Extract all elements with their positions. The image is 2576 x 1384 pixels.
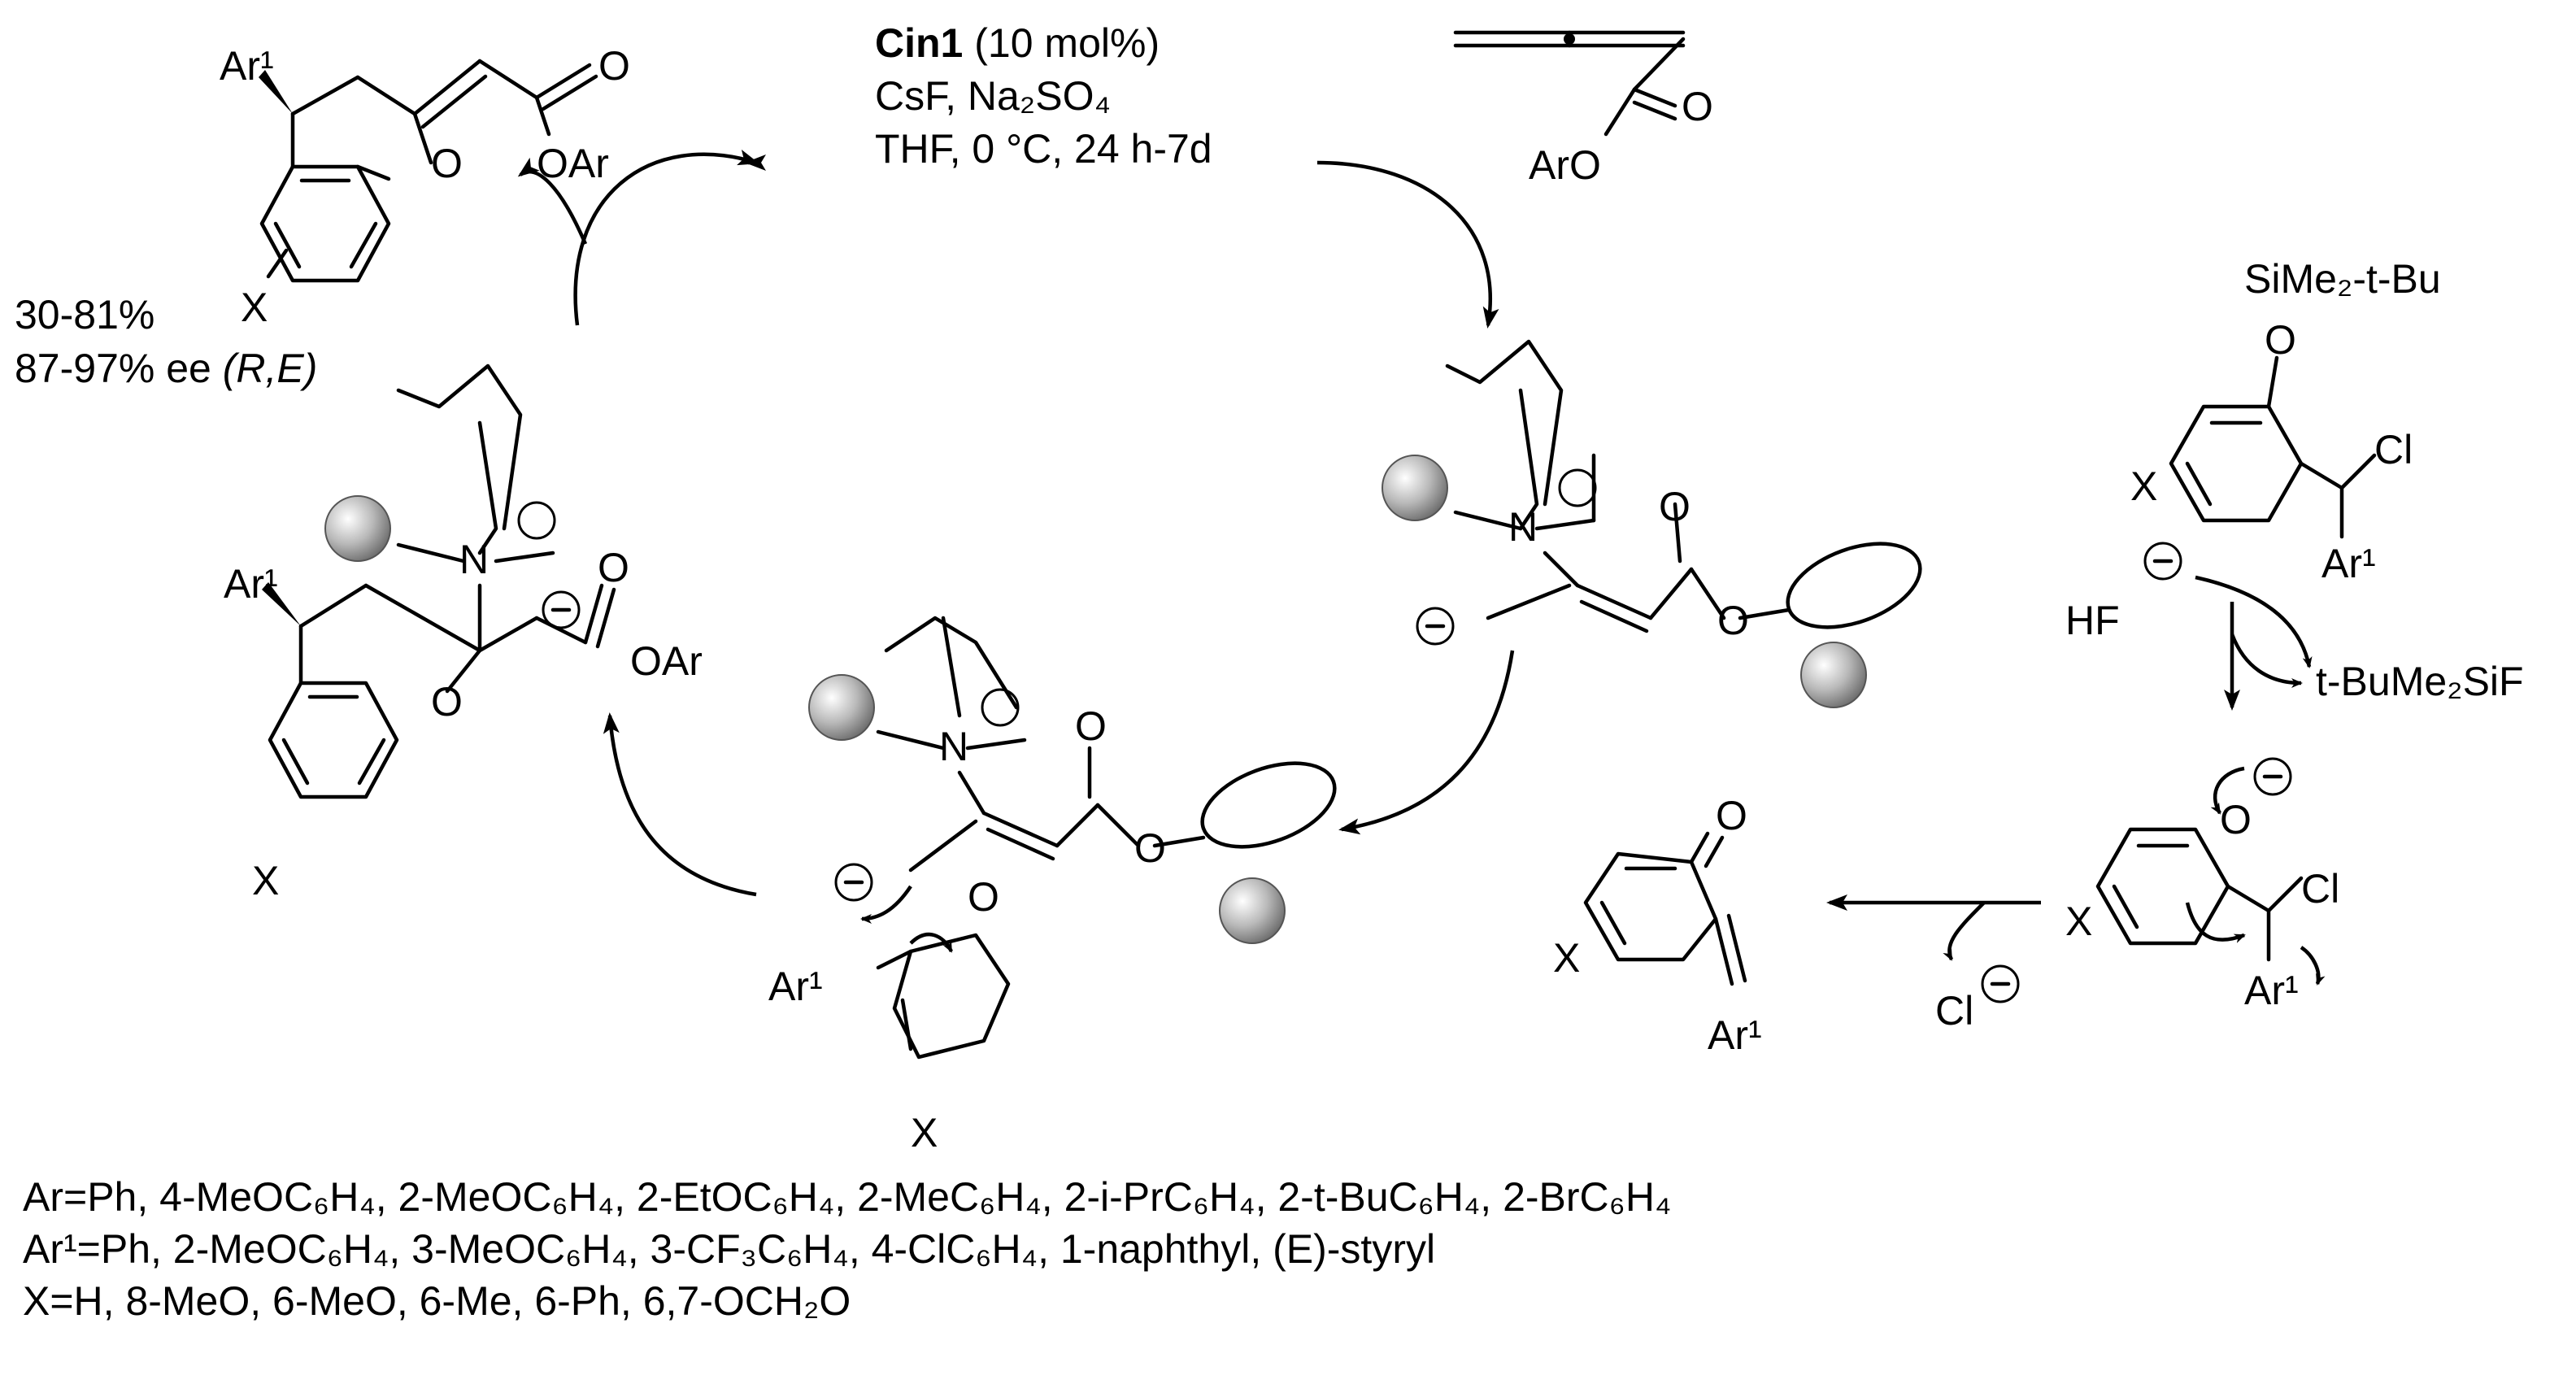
zwitterion-intermediate-1: N O O — [1382, 339, 1922, 708]
product-carbonyl-oxygen: O — [598, 43, 630, 89]
spiro-n-label: N — [459, 537, 489, 582]
ar-substituents-line: Ar=Ph, 4-MeOC₆H₄, 2-MeOC₆H₄, 2-EtOC₆H₄, … — [23, 1174, 1672, 1220]
spiro-ar1: Ar¹ — [224, 561, 278, 607]
cycle-arrow-left — [603, 712, 757, 897]
aryl-ball-2-icon — [1219, 877, 1286, 944]
cycle-arrow-right — [1338, 650, 1515, 835]
product-structure: Ar¹ O O OAr X — [220, 43, 630, 330]
spiro-x: X — [252, 858, 279, 903]
qm-ar1: Ar¹ — [1708, 1012, 1762, 1058]
reagents-label: CsF, Na₂SO₄ — [875, 73, 1111, 119]
zwitterion-1-o: O — [1659, 484, 1690, 529]
product-oar-label: OAr — [537, 141, 609, 186]
release-arrow — [517, 157, 588, 245]
aryl-ball-icon — [1800, 642, 1867, 708]
catalyst-ball-2-icon — [808, 674, 875, 741]
spiro-adduct-structure: N Ar¹ O O OAr X — [224, 363, 703, 903]
precursor-x: X — [2130, 464, 2157, 509]
product-ar1-label: Ar¹ — [220, 43, 274, 89]
reaction-conditions: Cin1 (10 mol%) CsF, Na₂SO₄ THF, 0 °C, 24… — [875, 20, 1212, 172]
spiro-ring-o: O — [431, 679, 463, 725]
hf-label: HF — [2065, 598, 2120, 643]
ee-text: 87-97% ee (R,E) — [15, 346, 317, 391]
phenoxide-oxygen: O — [2220, 797, 2252, 842]
phenoxide-cl: Cl — [2301, 866, 2339, 912]
silyl-fluoride-label: t-BuMe₂SiF — [2316, 659, 2524, 704]
silyl-ether-oxygen: O — [2265, 317, 2296, 363]
allenoate-aro-label: ArO — [1529, 142, 1601, 188]
allenoate-carbonyl-o: O — [1682, 84, 1713, 129]
phenoxide-ar1: Ar¹ — [2244, 968, 2299, 1013]
silyl-ether-precursor: SiMe₂-t-Bu O Cl Ar¹ X HF t-BuMe₂SiF — [2065, 256, 2524, 711]
phenoxide-x: X — [2065, 899, 2092, 944]
qm-2-oxygen: O — [968, 874, 999, 920]
chloride-label: Cl — [1935, 988, 1973, 1034]
ar1-substituents-line: Ar¹=Ph, 2-MeOC₆H₄, 3-MeOC₆H₄, 3-CF₃C₆H₄,… — [23, 1226, 1436, 1272]
qm-x: X — [1553, 935, 1580, 981]
zwitterion-2-n-label: N — [939, 724, 968, 769]
cycle-arrow-top-left — [573, 149, 759, 326]
x-substituents-line: X=H, 8-MeO, 6-MeO, 6-Me, 6-Ph, 6,7-OCH₂O — [23, 1278, 851, 1324]
solvent-label: THF, 0 °C, 24 h-7d — [875, 126, 1212, 172]
zwitterion-1-ester-o: O — [1717, 598, 1749, 643]
quinone-methide-structure: O Ar¹ X — [1553, 793, 1762, 1058]
catalyst-ball-3-icon — [324, 495, 391, 562]
spiro-carbonyl-o: O — [598, 545, 629, 590]
allenoate-structure: O ArO — [1453, 30, 1713, 188]
qm-oxygen: O — [1716, 793, 1747, 838]
zwitterion-2-o: O — [1075, 703, 1107, 749]
precursor-cl: Cl — [2374, 427, 2413, 472]
catalyst-ball-icon — [1382, 455, 1448, 521]
qm-2-ar1: Ar¹ — [768, 964, 823, 1009]
yield-text: 30-81% — [15, 292, 154, 337]
product-x-label: X — [241, 285, 268, 330]
product-ring-oxygen: O — [431, 141, 463, 186]
substituent-notes: Ar=Ph, 4-MeOC₆H₄, 2-MeOC₆H₄, 2-EtOC₆H₄, … — [23, 1171, 1671, 1327]
catalyst-label: Cin1 (10 mol%) — [875, 20, 1160, 66]
cycle-arrow-top-right — [1316, 160, 1499, 329]
phenoxide-intermediate: O Cl Ar¹ X — [2065, 757, 2339, 1013]
zwitterion-1-n-label: N — [1508, 504, 1538, 550]
qm-2-x: X — [911, 1110, 938, 1156]
zwitterion-2-ester-o: O — [1134, 825, 1166, 871]
spiro-oar: OAr — [630, 638, 703, 684]
zwitterion-intermediate-2: N O O O Ar¹ X — [768, 616, 1337, 1156]
precursor-ar1: Ar¹ — [2321, 541, 2376, 586]
silyl-label: SiMe₂-t-Bu — [2244, 256, 2441, 302]
